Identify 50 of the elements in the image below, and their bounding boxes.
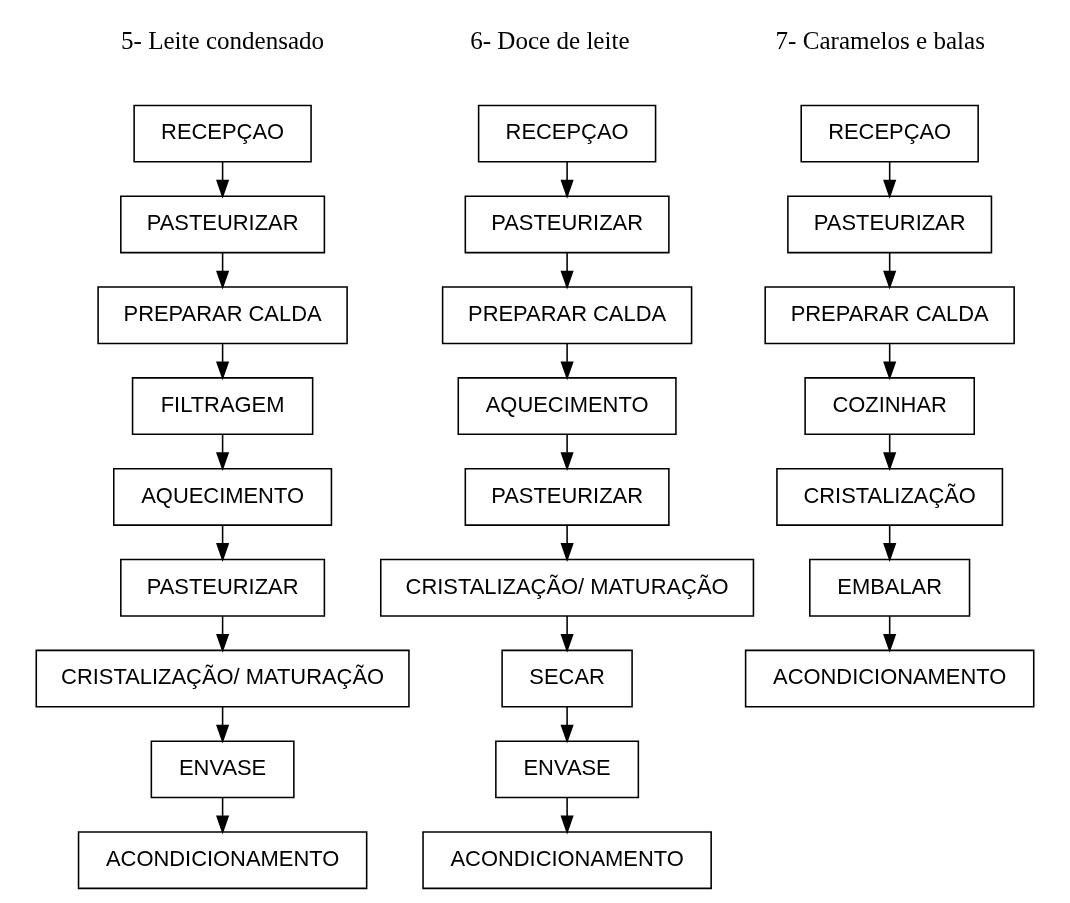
node-box: CRISTALIZAÇÃO/ MATURAÇÃO: [35, 649, 410, 708]
node-box: RECEPÇAO: [477, 104, 657, 163]
arrow: [883, 615, 897, 653]
arrow: [560, 524, 574, 562]
arrow: [560, 342, 574, 381]
node-box: AQUECIMENTO: [457, 377, 677, 436]
arrow: [216, 252, 230, 290]
arrow: [560, 796, 574, 835]
node-box: RECEPÇAO: [800, 104, 979, 163]
arrow: [883, 252, 897, 290]
label: 5- Leite condensado: [121, 26, 325, 54]
arrow: [560, 615, 574, 653]
arrow: [216, 433, 230, 472]
node-box: PREPARAR CALDA: [764, 286, 1015, 345]
node-box: ACONDICIONAMENTO: [422, 831, 712, 890]
arrow: [216, 524, 230, 562]
node-box: PASTEURIZAR: [120, 195, 326, 254]
node-box: PREPARAR CALDA: [97, 286, 348, 345]
arrow: [560, 161, 574, 199]
label: 6- Doce de leite: [470, 26, 630, 54]
arrow: [216, 342, 230, 381]
node-box: PASTEURIZAR: [464, 195, 670, 254]
node-box: PASTEURIZAR: [120, 558, 326, 617]
node-box: AQUECIMENTO: [113, 467, 333, 526]
node-box: COZINHAR: [804, 377, 975, 436]
node-box: EMBALAR: [809, 558, 971, 617]
node-box: RECEPÇAO: [133, 104, 312, 163]
arrow: [883, 342, 897, 381]
node-box: PASTEURIZAR: [787, 195, 993, 254]
arrow: [216, 161, 230, 199]
node-box: ENVASE: [495, 740, 640, 799]
label: 7- Caramelos e balas: [775, 26, 985, 54]
node-box: FILTRAGEM: [131, 377, 314, 436]
node-box: SECAR: [501, 649, 633, 708]
node-box: CRISTALIZAÇÃO/ MATURAÇÃO: [379, 558, 755, 617]
arrow: [216, 706, 230, 744]
node-box: ENVASE: [150, 740, 295, 799]
arrow: [216, 796, 230, 835]
arrow: [883, 524, 897, 562]
node-box: PREPARAR CALDA: [441, 286, 693, 345]
arrow: [560, 433, 574, 472]
node-box: PASTEURIZAR: [464, 467, 670, 526]
arrow: [560, 706, 574, 744]
node-box: ACONDICIONAMENTO: [77, 831, 368, 890]
arrow: [883, 161, 897, 199]
arrow: [560, 252, 574, 290]
arrow: [216, 615, 230, 653]
node-box: CRISTALIZAÇÃO: [776, 467, 1004, 526]
node-box: ACONDICIONAMENTO: [744, 649, 1035, 708]
arrow: [883, 433, 897, 472]
